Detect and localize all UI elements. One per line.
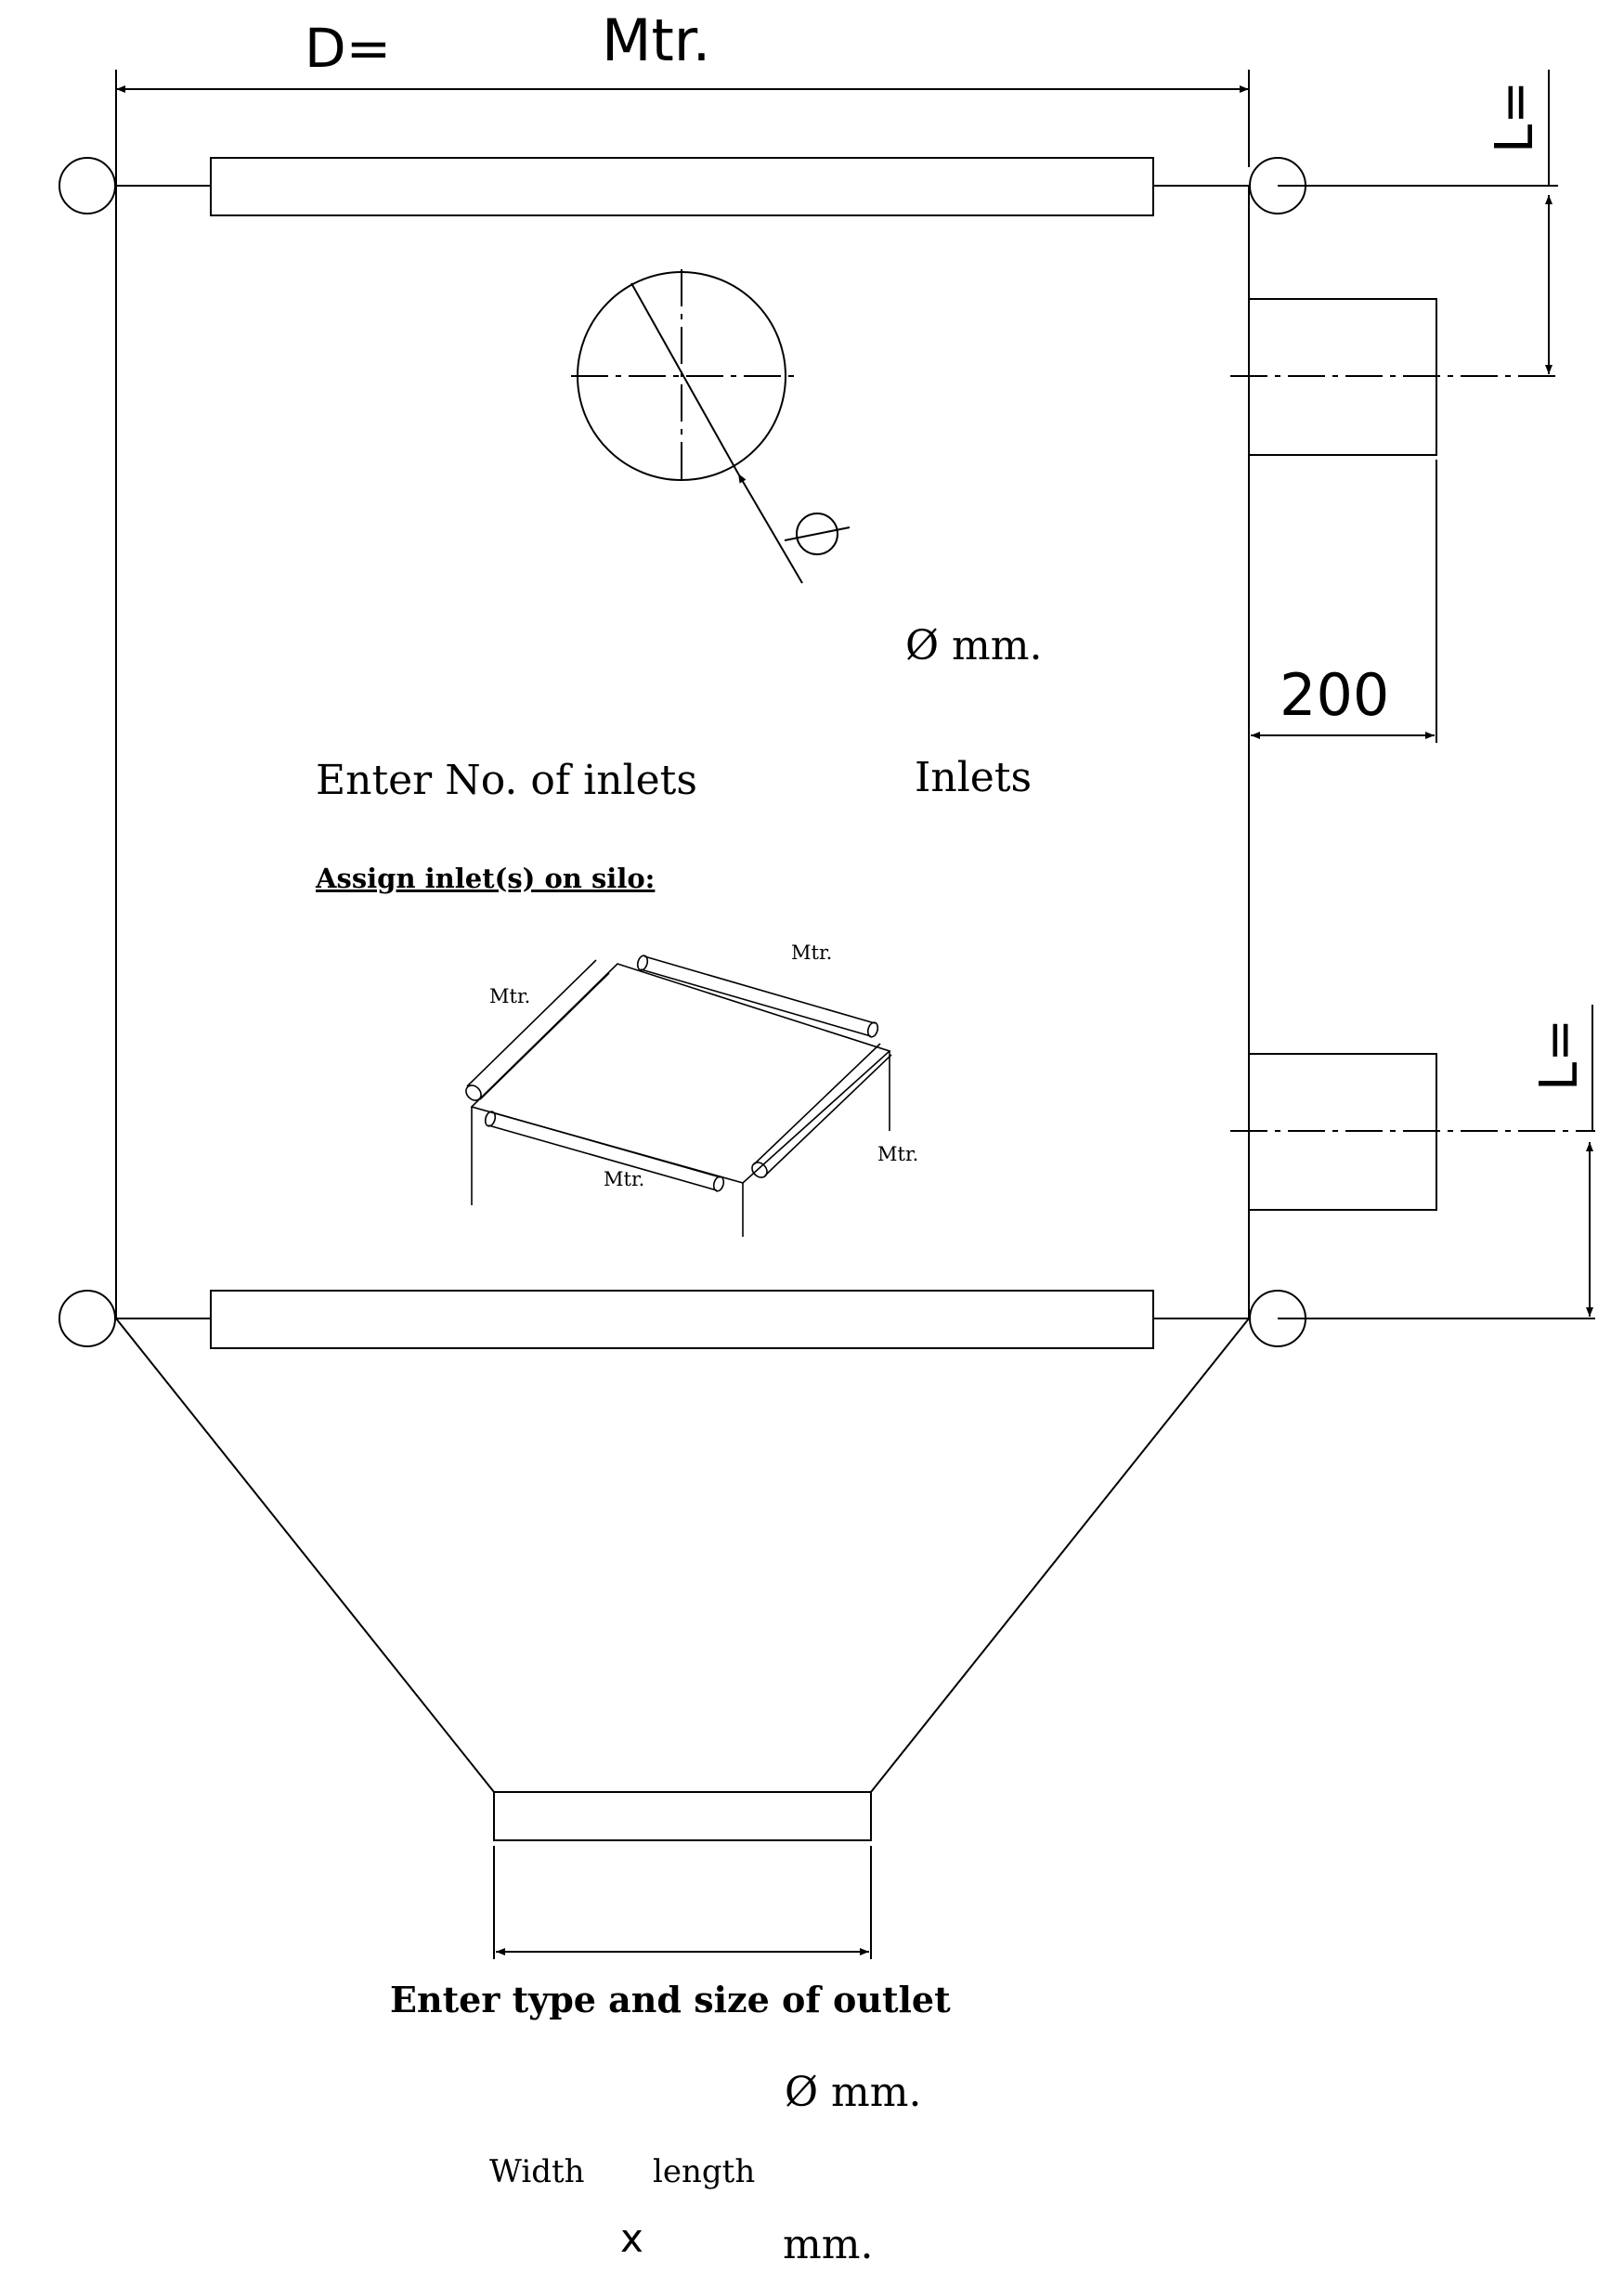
iso-mtr-left: Mtr. xyxy=(489,985,530,1007)
side-inlet-upper xyxy=(1230,70,1558,456)
inlets-unit: Inlets xyxy=(915,754,1032,801)
l-top-label: L= xyxy=(1485,81,1545,153)
assign-inlets-heading: Assign inlet(s) on silo: xyxy=(315,863,655,894)
hopper-cone xyxy=(115,1318,1250,1841)
spacing-dimension xyxy=(1251,460,1437,743)
diameter-unit: Mtr. xyxy=(602,6,710,74)
top-ring-beam xyxy=(58,157,1558,216)
side-inlet-lower xyxy=(1230,1005,1595,1317)
spacing-value: 200 xyxy=(1280,661,1389,729)
inlet-diameter-unit: Ø mm. xyxy=(905,622,1043,669)
outlet-diameter-unit: Ø mm. xyxy=(785,2069,922,2116)
outlet-dimension xyxy=(493,1846,872,1959)
iso-mtr-top: Mtr. xyxy=(791,942,832,964)
outlet-mm-unit: mm. xyxy=(783,2221,873,2268)
length-label: length xyxy=(653,2153,755,2190)
enter-inlets-label: Enter No. of inlets xyxy=(316,757,697,804)
iso-mtr-right: Mtr. xyxy=(877,1143,918,1165)
l-bottom-label: L= xyxy=(1529,1019,1590,1091)
inlet-assignment-diagram xyxy=(465,955,892,1237)
inlet-circle xyxy=(571,269,851,584)
width-label: Width xyxy=(489,2153,585,2190)
diameter-dimension xyxy=(115,70,1250,1318)
outlet-title: Enter type and size of outlet xyxy=(390,1979,951,2020)
times-sign: x xyxy=(620,2215,643,2261)
diameter-label: D= xyxy=(305,17,391,80)
iso-mtr-bottom: Mtr. xyxy=(604,1168,644,1190)
bottom-ring-beam xyxy=(58,1290,1595,1349)
